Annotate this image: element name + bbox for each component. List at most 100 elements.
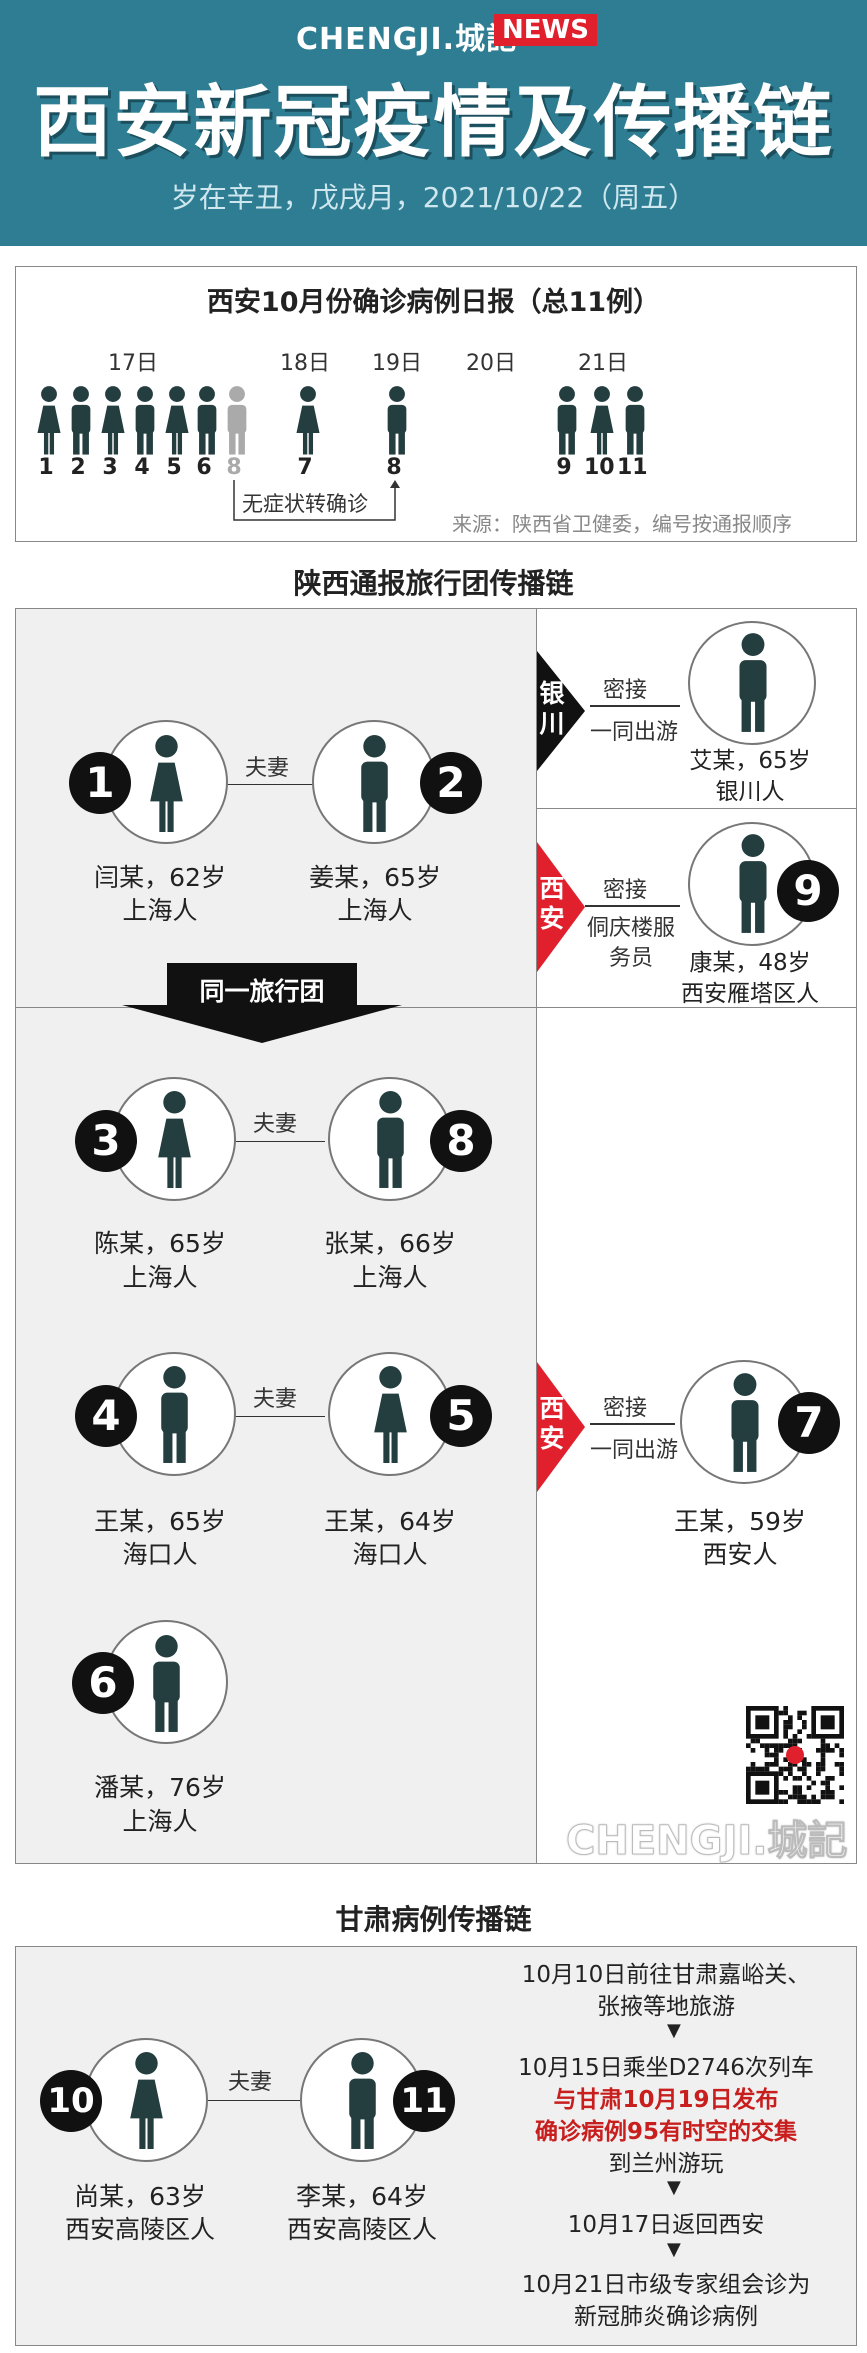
couple-link bbox=[208, 2100, 303, 2101]
person-figure-6 bbox=[153, 1635, 180, 1732]
person-figure-1 bbox=[150, 735, 183, 832]
yinchuan-tag-shape bbox=[537, 651, 585, 771]
person-city-ai: 银川人 bbox=[715, 779, 785, 805]
person-name-5: 王某，64岁 bbox=[324, 1507, 456, 1536]
case-number: 4 bbox=[134, 455, 150, 480]
case-badge-4: 4 bbox=[75, 1385, 137, 1447]
same-group-label: 同一旅行团 bbox=[199, 977, 325, 1006]
down-arrow-icon: ▼ bbox=[667, 2020, 681, 2041]
person-city-3: 上海人 bbox=[122, 1263, 198, 1292]
close-contact-label: 密接 bbox=[603, 678, 648, 703]
case-badge-11: 11 bbox=[393, 2070, 455, 2132]
case-badge-10: 10 bbox=[40, 2070, 102, 2132]
person-figure-9 bbox=[739, 834, 767, 933]
case-badge-8: 8 bbox=[430, 1110, 492, 1172]
day-label-19: 19日 bbox=[372, 351, 422, 376]
page-date: 岁在辛丑，戊戌月，2021/10/22（周五） bbox=[170, 181, 697, 214]
timeline-step-4a: 10月21日市级专家组会诊为 bbox=[521, 2272, 811, 2298]
person-city-2: 上海人 bbox=[337, 896, 413, 925]
person-city-10: 西安高陵区人 bbox=[64, 2215, 215, 2244]
close-contact-label: 密接 bbox=[603, 1396, 648, 1421]
day-label-21: 21日 bbox=[578, 351, 628, 376]
person-figure bbox=[387, 386, 407, 455]
person-figure bbox=[101, 386, 125, 455]
person-figure-4 bbox=[161, 1366, 188, 1463]
person-city-8: 上海人 bbox=[352, 1263, 428, 1292]
person-figure-2 bbox=[361, 735, 388, 832]
case-number: 9 bbox=[556, 455, 572, 480]
case-badge-7: 7 bbox=[778, 1392, 840, 1454]
person-figure bbox=[197, 386, 217, 455]
person-name-8: 张某，66岁 bbox=[324, 1229, 456, 1258]
chain1-title: 陕西通报旅行团传播链 bbox=[293, 567, 574, 600]
timeline-step-2b: 与甘肃10月19日发布 bbox=[553, 2087, 779, 2113]
person-figure bbox=[37, 386, 61, 455]
case-number: 8 bbox=[386, 455, 402, 480]
case-badge-6: 6 bbox=[72, 1652, 134, 1714]
housing-staff-label: 侗庆楼服务员 bbox=[586, 916, 675, 971]
person-city-5: 海口人 bbox=[352, 1540, 428, 1569]
daily-report-title: 西安10月份确诊病例日报（总11例） bbox=[206, 287, 661, 318]
couple-label: 夫妻 bbox=[245, 756, 290, 781]
asymptomatic-label: 无症状转确诊 bbox=[242, 488, 368, 518]
case-number: 1 bbox=[38, 455, 54, 480]
timeline-step-2a: 10月15日乘坐D2746次列车 bbox=[518, 2055, 814, 2081]
case-number: 5 bbox=[166, 455, 182, 480]
case-number: 7 bbox=[297, 455, 313, 480]
couple-link bbox=[235, 1141, 325, 1142]
qr-code-icon bbox=[746, 1706, 844, 1804]
person-name-4: 王某，65岁 bbox=[94, 1507, 226, 1536]
day-label-20: 20日 bbox=[466, 351, 516, 376]
timeline-step-1b: 张掖等地旅游 bbox=[597, 1994, 735, 2020]
person-figure bbox=[165, 386, 189, 455]
travel-together-label: 一同出游 bbox=[590, 720, 679, 745]
contact-arrow bbox=[590, 1423, 675, 1425]
person-figure-ai bbox=[739, 633, 767, 732]
couple-link bbox=[235, 1416, 325, 1417]
case-badge-3: 3 bbox=[75, 1110, 137, 1172]
person-name-7: 王某，59岁 bbox=[674, 1507, 806, 1536]
person-figure bbox=[296, 386, 320, 455]
person-city-4: 海口人 bbox=[122, 1540, 198, 1569]
timeline-step-1a: 10月10日前往甘肃嘉峪关、 bbox=[521, 1962, 811, 1988]
xian-tag-shape-1 bbox=[537, 842, 585, 972]
case-number: 6 bbox=[196, 455, 212, 480]
timeline-step-2c: 确诊病例95有时空的交集 bbox=[534, 2119, 797, 2145]
contact-arrow bbox=[590, 705, 680, 707]
case-badge-2: 2 bbox=[420, 752, 482, 814]
header-banner bbox=[0, 0, 867, 246]
person-name-ai: 艾某，65岁 bbox=[689, 748, 811, 774]
person-name-2: 姜某，65岁 bbox=[309, 863, 441, 892]
case-number: 2 bbox=[70, 455, 86, 480]
person-name-1: 闫某，62岁 bbox=[94, 863, 226, 892]
couple-label: 夫妻 bbox=[253, 1387, 298, 1412]
person-city-1: 上海人 bbox=[122, 896, 198, 925]
person-name-3: 陈某，65岁 bbox=[94, 1229, 226, 1258]
xian-tag-1: 西安 bbox=[539, 874, 565, 933]
contact-arrow bbox=[585, 905, 680, 907]
person-figure-5 bbox=[374, 1366, 407, 1463]
couple-label: 夫妻 bbox=[253, 1112, 298, 1137]
xian-tag-shape-2 bbox=[537, 1362, 585, 1492]
person-figure-10 bbox=[130, 2052, 163, 2149]
person-name-6: 潘某，76岁 bbox=[94, 1773, 226, 1802]
person-figure-11 bbox=[349, 2052, 376, 2149]
person-city-7: 西安人 bbox=[702, 1540, 778, 1569]
person-city-6: 上海人 bbox=[122, 1807, 198, 1836]
case-badge-9: 9 bbox=[777, 860, 839, 922]
travel-together-label: 一同出游 bbox=[590, 1438, 679, 1463]
divider bbox=[537, 808, 857, 809]
close-contact-label: 密接 bbox=[603, 878, 648, 903]
timeline-step-3: 10月17日返回西安 bbox=[567, 2212, 765, 2238]
case-badge-1: 1 bbox=[69, 752, 131, 814]
person-name-11: 李某，64岁 bbox=[296, 2182, 428, 2211]
person-figure bbox=[557, 386, 577, 455]
person-figure-8 bbox=[377, 1091, 404, 1188]
news-badge: NEWS bbox=[494, 14, 597, 46]
asymptomatic-bracket bbox=[233, 480, 400, 521]
down-arrow-icon: ▼ bbox=[667, 2177, 681, 2198]
person-figure bbox=[625, 386, 645, 455]
divider bbox=[536, 609, 537, 1863]
person-figure bbox=[135, 386, 155, 455]
yinchuan-tag: 银川 bbox=[539, 679, 565, 738]
